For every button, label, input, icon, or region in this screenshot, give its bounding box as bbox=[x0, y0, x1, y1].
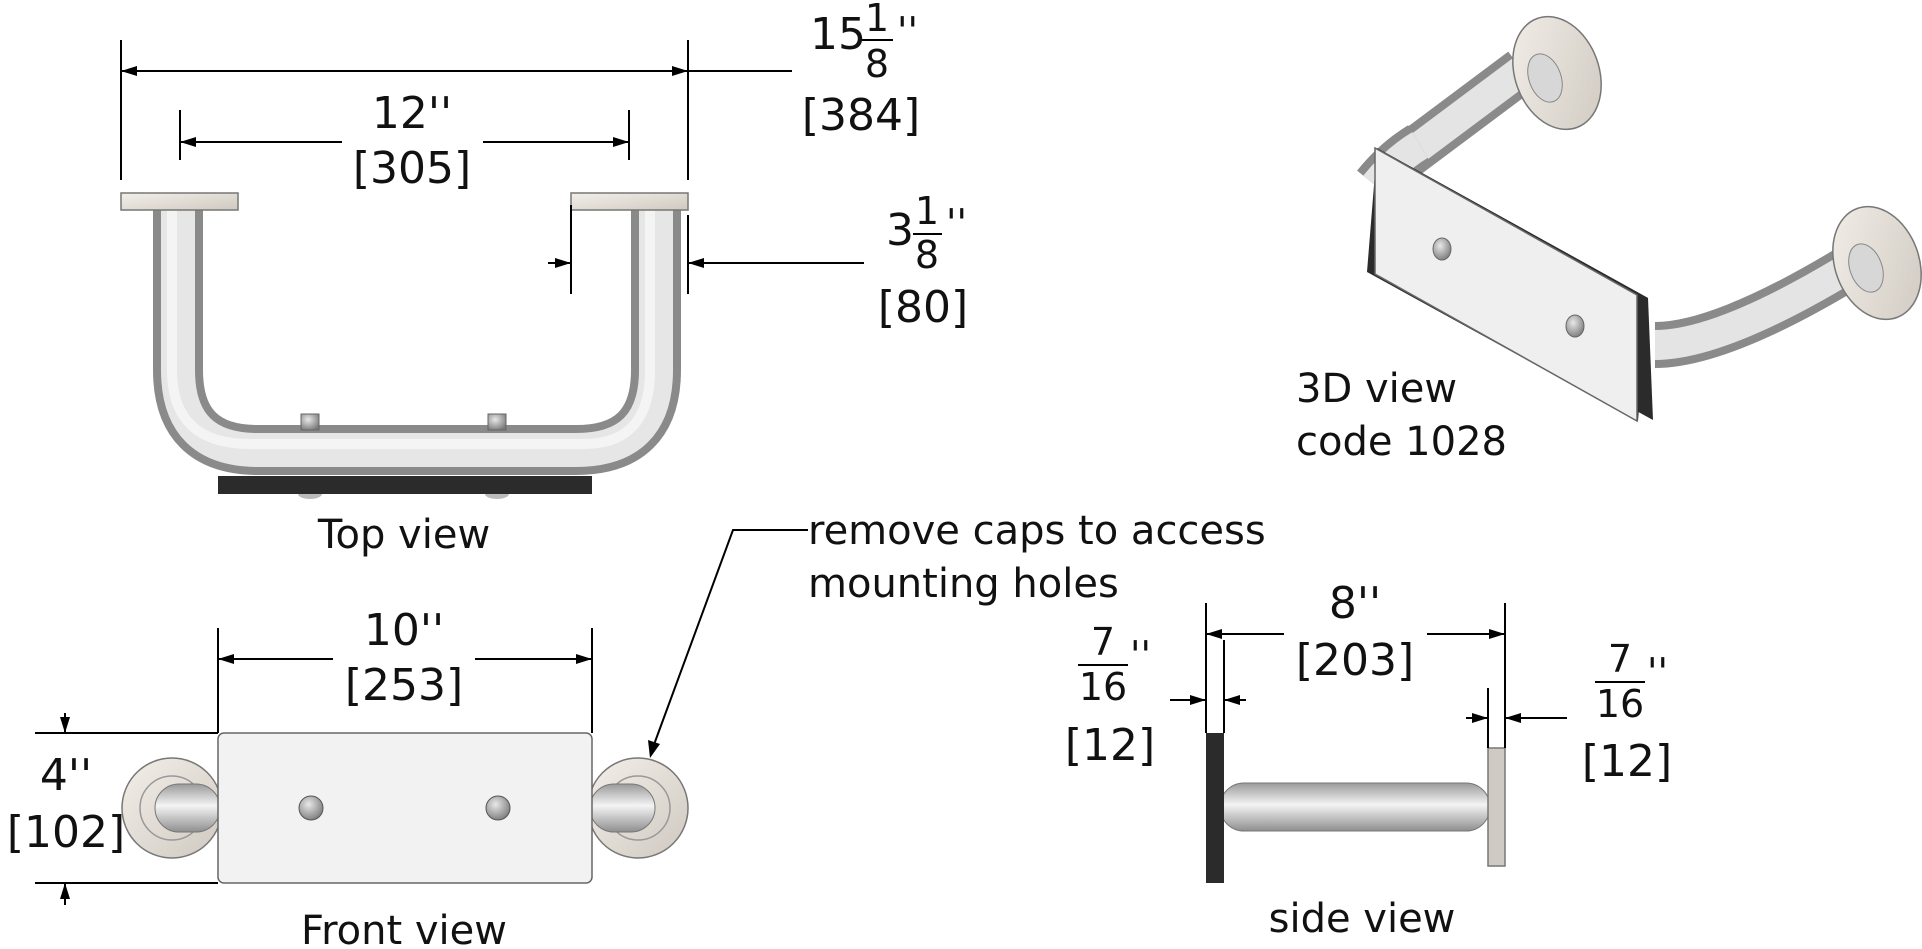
overall-width-mm: [384] bbox=[802, 90, 920, 141]
side-view-label: side view bbox=[1269, 896, 1456, 942]
side-depth-mm: [203] bbox=[1296, 635, 1414, 686]
iso-view-label-line-2: code 1028 bbox=[1296, 419, 1507, 465]
plate-width-inch: 10'' bbox=[364, 605, 444, 656]
top-view: 15 1 8 '' [384] 12'' [305] 3 1 8 '' [80]… bbox=[120, 0, 968, 558]
overall-width-whole: 15 bbox=[810, 9, 866, 60]
top-view-label: Top view bbox=[317, 512, 490, 558]
projection-mm: [80] bbox=[878, 282, 968, 333]
side-view: 8'' [203] 7 16 '' [12] 7 16 '' [12] side… bbox=[1065, 578, 1672, 942]
overall-width-denominator: 8 bbox=[865, 42, 889, 86]
flange-thickness-inch-mark: '' bbox=[1647, 650, 1668, 694]
plate-height-inch: 4'' bbox=[40, 750, 92, 801]
plate-width-mm: [253] bbox=[345, 660, 463, 711]
overall-width-inch-mark: '' bbox=[897, 9, 918, 53]
plate-thickness-denominator: 16 bbox=[1079, 665, 1127, 709]
projection-inch-mark: '' bbox=[946, 201, 967, 245]
flange-thickness-mm: [12] bbox=[1582, 736, 1672, 787]
flange-thickness-denominator: 16 bbox=[1596, 682, 1644, 726]
projection-whole: 3 bbox=[886, 205, 914, 256]
plate-height-mm: [102] bbox=[7, 807, 125, 858]
side-depth-inch: 8'' bbox=[1329, 578, 1381, 629]
plate-thickness-numerator: 7 bbox=[1091, 620, 1115, 664]
overall-width-numerator: 1 bbox=[865, 0, 889, 40]
plate-thickness-inch-mark: '' bbox=[1130, 633, 1151, 677]
projection-numerator: 1 bbox=[915, 189, 939, 233]
flange-spacing-inch: 12'' bbox=[372, 88, 452, 139]
front-view-label: Front view bbox=[301, 908, 507, 949]
iso-view-label-line-1: 3D view bbox=[1296, 366, 1457, 412]
front-view: 10'' [253] 4'' [102] Front view bbox=[7, 605, 689, 949]
projection-denominator: 8 bbox=[915, 233, 939, 277]
note-line-2: mounting holes bbox=[808, 561, 1119, 607]
plate-thickness-mm: [12] bbox=[1065, 720, 1155, 771]
iso-view: 3D view code 1028 bbox=[1296, 15, 1922, 465]
flange-thickness-numerator: 7 bbox=[1608, 637, 1632, 681]
note-line-1: remove caps to access bbox=[808, 508, 1266, 554]
flange-spacing-mm: [305] bbox=[353, 143, 471, 194]
note-callout: remove caps to access mounting holes bbox=[648, 508, 1266, 758]
